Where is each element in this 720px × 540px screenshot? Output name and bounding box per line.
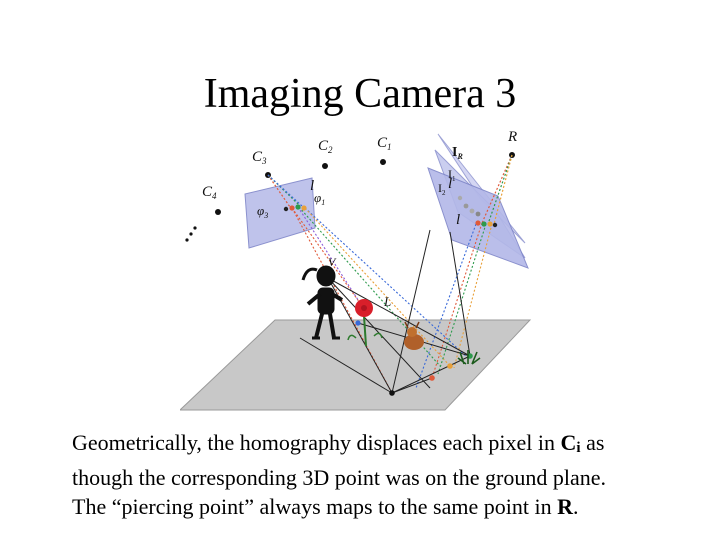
geometry-lines: [299, 229, 471, 394]
camera-geometry-diagram: C1 C2 C3 C4 R φ1 φ3 l l l V L IR I1 I2: [180, 129, 532, 411]
flower-figure: [347, 299, 383, 347]
person-figure: [301, 265, 344, 340]
image-points-left: [283, 204, 307, 212]
label-c2: C2: [318, 138, 333, 155]
right-image-plane-front: [427, 167, 529, 269]
label-v: V: [328, 255, 337, 269]
right-camera-rays: [481, 154, 513, 225]
camera-c4-point: [215, 209, 221, 215]
grass-figure: [457, 350, 481, 365]
caption-line-2: though the corresponding 3D point was on…: [72, 465, 607, 490]
caption-line-3: The “piercing point” always maps to the …: [72, 494, 579, 519]
diagram-labels: C1 C2 C3 C4 R φ1 φ3 l l l V L: [202, 129, 517, 309]
label-i-2: I2: [438, 181, 446, 197]
label-big-l: L: [383, 294, 391, 309]
label-i-1: I1: [448, 167, 456, 183]
ellipsis-dot: [185, 238, 189, 242]
label-c1: C1: [377, 135, 392, 152]
label-r: R: [507, 129, 517, 145]
animal-figure: [404, 321, 424, 350]
label-c4: C4: [202, 184, 217, 201]
ground-plane: [180, 319, 532, 411]
caption-line-1: Geometrically, the homography displaces …: [72, 430, 605, 456]
label-l-right-2: l: [456, 212, 460, 228]
image-points-right: [457, 195, 498, 228]
ellipsis-dot: [193, 226, 197, 230]
image-plane-labels: IR I1 I2: [438, 145, 463, 197]
label-l-right: l: [448, 176, 452, 192]
slide-caption: Geometrically, the homography displaces …: [72, 428, 692, 521]
camera-c2-point: [322, 163, 328, 169]
left-camera-rays: [267, 174, 303, 208]
slide-title: Imaging Camera 3: [203, 71, 517, 117]
label-phi3: φ3: [257, 203, 268, 220]
label-l-camera: l: [310, 178, 314, 194]
left-image-plane: [244, 177, 316, 249]
ellipsis-dot: [189, 232, 193, 236]
label-i-r: IR: [452, 145, 463, 161]
right-image-plane-back: [437, 133, 526, 244]
camera-c1-point: [380, 159, 386, 165]
label-c3: C3: [252, 149, 267, 166]
label-phi1: φ1: [314, 190, 325, 207]
